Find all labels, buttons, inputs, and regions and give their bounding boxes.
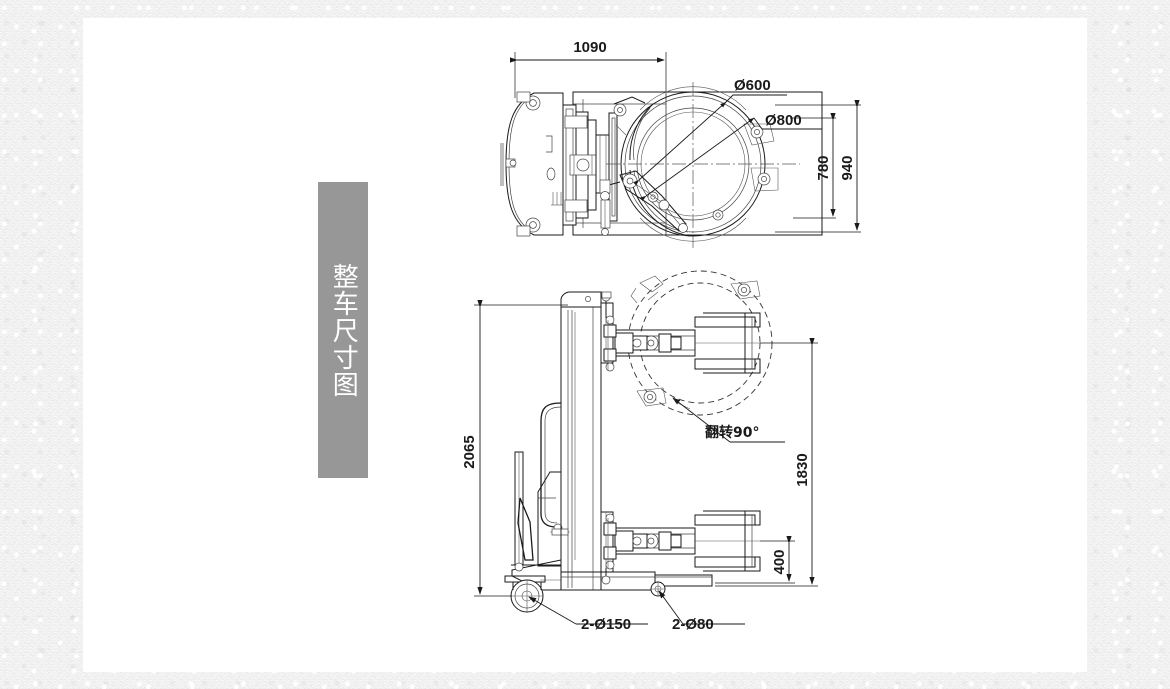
caption-label: 整车尺寸图 (328, 262, 359, 398)
callout-wheel-80-label: 2-Ø80 (672, 616, 714, 633)
callout-rotation-label: 翻转90° (705, 424, 759, 441)
dimension-940: 940 (775, 99, 861, 233)
castor-wheels (504, 575, 546, 613)
dimension-400-label: 400 (771, 549, 788, 574)
mast-and-chassis (511, 291, 713, 591)
dimension-780-label: 780 (815, 155, 832, 180)
dimension-2065: 2065 (461, 299, 568, 597)
dimension-2065-label: 2065 (461, 435, 478, 468)
dimension-1830-label: 1830 (794, 453, 811, 486)
callout-wheel-150-label: 2-Ø150 (581, 616, 631, 633)
callout-600-label: Ø600 (734, 77, 771, 94)
power-unit-body (500, 91, 567, 237)
callout-wheel-150: 2-Ø150 (528, 596, 648, 633)
dimension-400: 400 (715, 535, 795, 584)
dimension-1830: 1830 (715, 337, 818, 587)
dimension-940-label: 940 (839, 155, 856, 180)
callout-diameter-800: Ø800 (639, 112, 822, 202)
dimension-1090-label: 1090 (573, 39, 606, 56)
rear-roller (650, 581, 666, 597)
drum-clamp-lower (601, 510, 761, 585)
lift-carriage (562, 104, 618, 226)
drum-clamp-upper (601, 291, 761, 374)
caption-bar: 整车尺寸图 (318, 182, 368, 478)
callout-wheel-80: 2-Ø80 (658, 590, 745, 633)
callout-800-label: Ø800 (765, 112, 802, 129)
top-view-group: 1090 (500, 39, 861, 248)
callout-rotation: 翻转90° (672, 397, 785, 443)
dimension-780: 780 (790, 112, 836, 219)
side-view-group: 翻转90° 2065 1830 400 2-Ø150 (461, 270, 818, 633)
